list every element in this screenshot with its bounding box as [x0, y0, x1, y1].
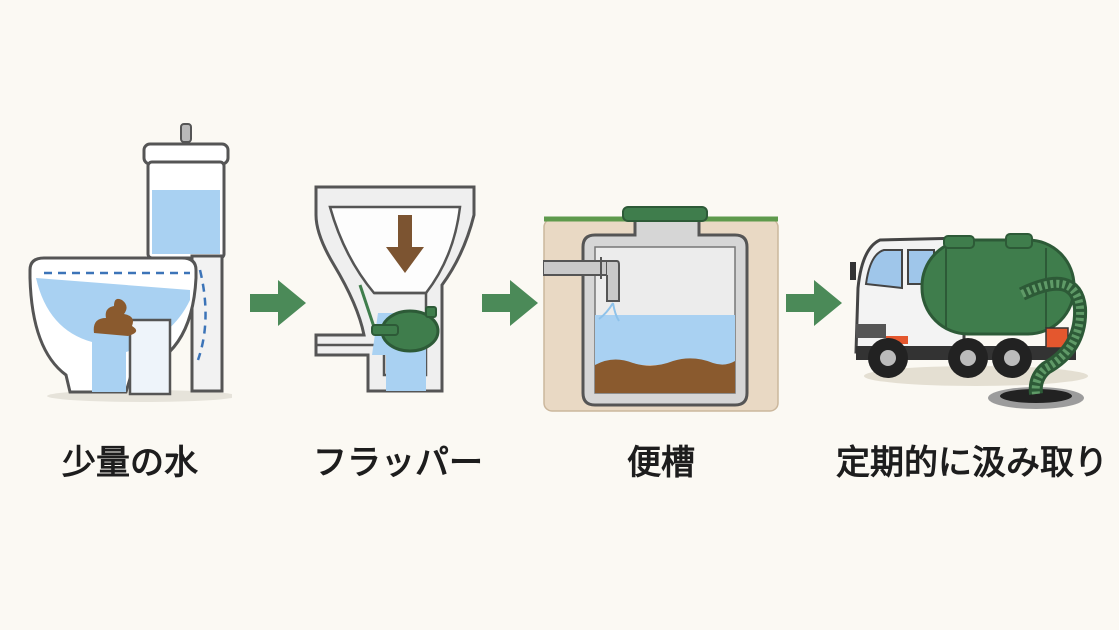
vacuum-truck-icon	[850, 233, 1088, 409]
arrow-right-icon	[786, 280, 842, 326]
arrow-right-icon	[482, 280, 538, 326]
flapper-icon	[314, 185, 476, 393]
step-label-flapper: フラッパー	[313, 443, 483, 483]
step-label-periodic-pumping: 定期的に汲み取り	[836, 443, 1108, 483]
septic-tank-icon	[543, 206, 779, 412]
toilet-icon	[28, 123, 232, 402]
step-label-septic-tank: 便槽	[627, 443, 695, 483]
arrow-right-icon	[250, 280, 306, 326]
step-label-small-water: 少量の水	[62, 443, 198, 483]
